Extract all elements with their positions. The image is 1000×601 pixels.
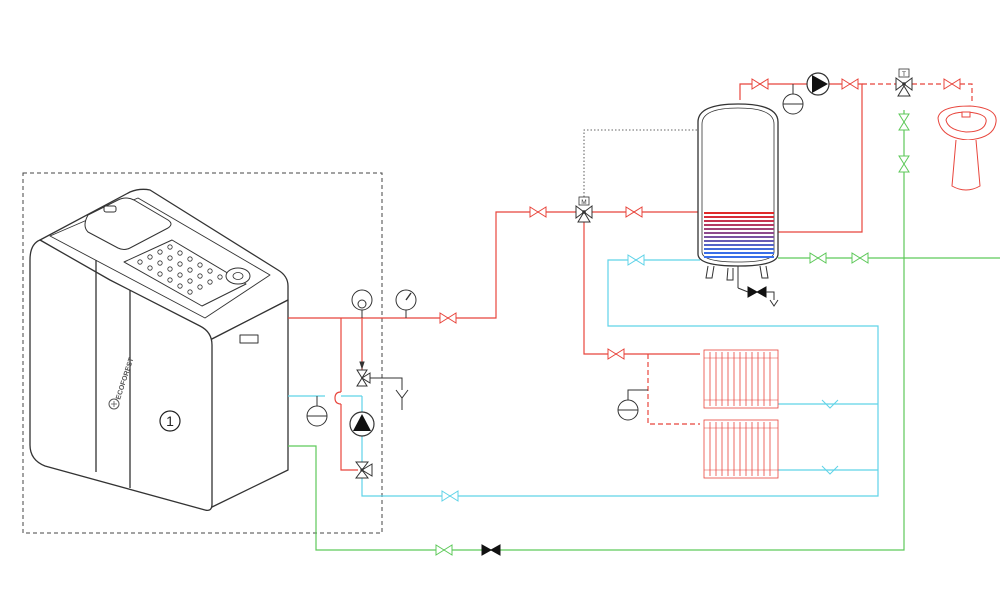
radiator-branch-dashed [647,354,700,425]
expansion-vessel-dhw [782,84,804,115]
drain-valve-tank [747,286,767,298]
gate-valve-supply [439,312,457,324]
gate-valve-recirc-1 [751,78,769,90]
three-way-valve-boiler [355,461,373,479]
radiator-upper [703,349,779,409]
expansion-vessel-boiler [306,396,328,427]
gate-valve-return-tank [627,254,645,266]
thermostatic-valve-t: T [895,68,913,97]
check-valve-cold-in [809,252,827,264]
tank-coil [704,212,774,258]
gate-valve-radiator [607,348,625,360]
radiator-return-valve-upper [820,399,840,409]
sensor-wire [583,129,698,197]
cold-water-pipes [288,110,1000,551]
valve-label-t: T [902,71,906,78]
gate-valve-sink [943,78,961,90]
three-way-valve-m: M [575,196,593,223]
gate-valve-cold-in [851,252,869,264]
check-valve-cold-riser [898,113,910,131]
radiator-lower [703,419,779,479]
dhw-tank [697,103,779,288]
gate-valve-recirc-2 [841,78,859,90]
gate-valve-return-main [441,490,459,502]
safety-valve [356,361,409,410]
control-panel-buttons [137,244,223,295]
expansion-vessel-radiator [617,389,648,421]
dhw-to-sink-dashed [912,83,973,104]
valve-label-m: M [581,199,586,206]
gate-valve-cold-riser [898,155,910,173]
pressure-gauge [395,289,417,318]
sink [937,105,997,191]
circulation-pump-dhw [806,72,830,96]
check-valve-cold [435,544,453,556]
gate-valve-coil-in [625,206,643,218]
circulation-pump-boiler [349,411,375,437]
boiler-number-callout: 1 [159,410,181,432]
boiler-enclosure [22,172,383,534]
gate-valve-tank-in [529,206,547,218]
drain-valve-main [481,544,501,556]
radiator-return-valve-lower [820,465,840,475]
tank-drain-funnel [737,287,779,307]
boiler-number: 1 [166,413,174,429]
air-separator [351,289,373,318]
boiler [29,188,289,512]
